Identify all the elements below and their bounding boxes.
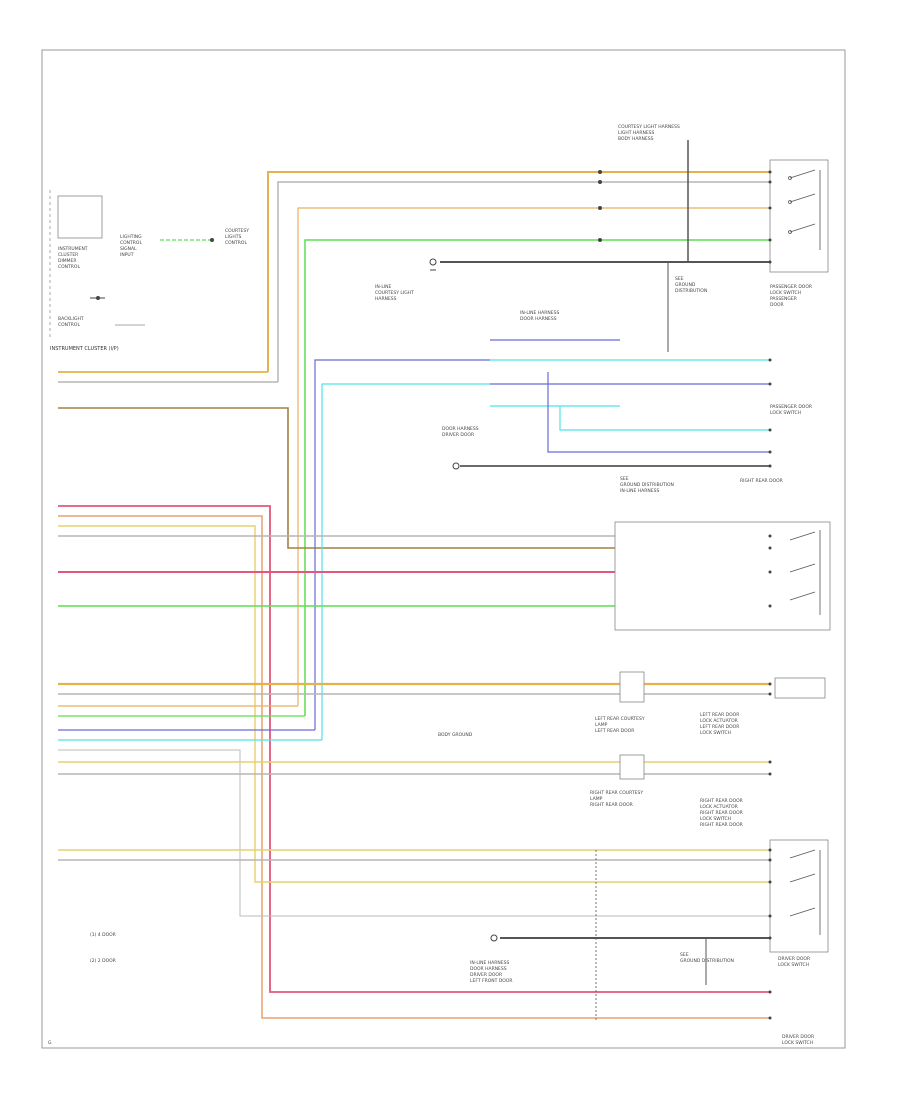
svg-text:COURTESY LIGHT: COURTESY LIGHT [375, 290, 414, 296]
svg-text:BODY GROUND: BODY GROUND [438, 732, 473, 738]
svg-text:LEFT REAR DOOR: LEFT REAR DOOR [700, 724, 739, 730]
svg-text:(1) 4 DOOR: (1) 4 DOOR [90, 932, 116, 938]
svg-text:DRIVER DOOR: DRIVER DOOR [470, 972, 502, 978]
svg-text:LOCK SWITCH: LOCK SWITCH [770, 290, 801, 296]
svg-text:BACKLIGHT: BACKLIGHT [58, 316, 84, 322]
svg-text:SIGNAL: SIGNAL [120, 246, 137, 252]
svg-text:IN-LINE HARNESS: IN-LINE HARNESS [520, 310, 559, 316]
svg-text:LAMP: LAMP [590, 796, 603, 802]
svg-text:HARNESS: HARNESS [375, 296, 397, 302]
right-rear-door-lamp [619, 754, 645, 780]
svg-text:RIGHT REAR DOOR: RIGHT REAR DOOR [700, 798, 743, 804]
svg-text:LOCK SWITCH: LOCK SWITCH [782, 1040, 813, 1046]
cluster-box-label: INSTRUMENT CLUSTER (I/P) [50, 346, 119, 352]
svg-text:GROUND DISTRIBUTION: GROUND DISTRIBUTION [620, 482, 674, 488]
mid-labels: IN-LINE HARNESS DOOR HARNESS PASSENGER D… [442, 310, 812, 494]
bottom-labels: SEE GROUND DISTRIBUTION DRIVER DOOR LOCK… [48, 932, 814, 1046]
passenger-door-lock-switch [769, 159, 829, 273]
svg-text:DRIVER DOOR: DRIVER DOOR [442, 432, 474, 438]
svg-text:INSTRUMENT: INSTRUMENT [58, 246, 88, 252]
svg-text:LOCK SWITCH: LOCK SWITCH [700, 816, 731, 822]
wire-ltgrn-top [304, 239, 770, 716]
wire-pplwht [314, 359, 490, 730]
diagram-frame [41, 49, 846, 1049]
svg-text:GROUND: GROUND [675, 282, 696, 288]
svg-text:PASSENGER DOOR: PASSENGER DOOR [770, 404, 812, 410]
svg-text:LOCK ACTUATOR: LOCK ACTUATOR [700, 718, 738, 724]
wire-gry-top [277, 181, 770, 382]
wire-brn-wht [58, 407, 770, 549]
wire-pnkblk-2 [58, 515, 770, 1019]
svg-text:CONTROL: CONTROL [225, 240, 247, 246]
svg-text:RIGHT REAR DOOR: RIGHT REAR DOOR [700, 822, 743, 828]
svg-text:IN-LINE HARNESS: IN-LINE HARNESS [620, 488, 659, 494]
ground-symbol-top: IN-LINE COURTESY LIGHT HARNESS [375, 258, 437, 302]
svg-text:DOOR: DOOR [770, 302, 784, 308]
wire-tanblk-top [297, 207, 770, 706]
svg-text:COURTESY LIGHT HARNESS: COURTESY LIGHT HARNESS [618, 124, 680, 130]
svg-text:COURTESY: COURTESY [225, 228, 249, 234]
svg-text:RIGHT REAR DOOR: RIGHT REAR DOOR [700, 810, 743, 816]
svg-text:IN-LINE HARNESS: IN-LINE HARNESS [470, 960, 509, 966]
svg-text:LOCK SWITCH: LOCK SWITCH [770, 410, 801, 416]
ground-symbol-bottom: IN-LINE HARNESS DOOR HARNESS DRIVER DOOR… [470, 934, 513, 984]
svg-text:LIGHTING: LIGHTING [120, 234, 142, 240]
left-rear-door-switch-box [619, 671, 645, 703]
svg-text:LEFT FRONT DOOR: LEFT FRONT DOOR [470, 978, 513, 984]
wire-tan-top [267, 171, 770, 372]
svg-text:G: G [48, 1040, 52, 1046]
svg-text:IN-LINE: IN-LINE [375, 284, 392, 290]
svg-text:(2) 2 DOOR: (2) 2 DOOR [90, 958, 116, 964]
svg-text:LOCK SWITCH: LOCK SWITCH [700, 730, 731, 736]
wire-ltblu [321, 383, 490, 740]
svg-text:CONTROL: CONTROL [58, 322, 80, 328]
svg-text:PASSENGER DOOR: PASSENGER DOOR [770, 284, 812, 290]
svg-text:LEFT REAR DOOR: LEFT REAR DOOR [595, 728, 634, 734]
svg-text:LAMP: LAMP [595, 722, 608, 728]
svg-text:BODY HARNESS: BODY HARNESS [618, 136, 654, 142]
right-rear-door-lock-box [614, 521, 831, 631]
dimmer-switch-box [57, 195, 103, 239]
svg-text:DIMMER: DIMMER [58, 258, 77, 264]
svg-text:CONTROL: CONTROL [58, 264, 80, 270]
svg-text:DOOR HARNESS: DOOR HARNESS [520, 316, 557, 322]
svg-text:RIGHT REAR COURTESY: RIGHT REAR COURTESY [590, 790, 643, 796]
svg-text:DRIVER DOOR: DRIVER DOOR [782, 1034, 814, 1040]
driver-door-lock-switch [769, 839, 829, 953]
svg-text:DOOR HARNESS: DOOR HARNESS [470, 966, 507, 972]
svg-text:DRIVER DOOR: DRIVER DOOR [778, 956, 810, 962]
svg-text:LOCK SWITCH: LOCK SWITCH [778, 962, 809, 968]
svg-text:CONTROL: CONTROL [120, 240, 142, 246]
svg-text:DISTRIBUTION: DISTRIBUTION [675, 288, 707, 294]
lower-labels: BODY GROUND LEFT REAR COURTESY LAMP LEFT… [438, 712, 743, 828]
svg-text:GROUND DISTRIBUTION: GROUND DISTRIBUTION [680, 958, 734, 964]
svg-text:DOOR HARNESS: DOOR HARNESS [442, 426, 479, 432]
svg-text:SEE: SEE [680, 952, 689, 958]
svg-text:RIGHT REAR DOOR: RIGHT REAR DOOR [740, 478, 783, 484]
svg-text:RIGHT REAR DOOR: RIGHT REAR DOOR [590, 802, 633, 808]
svg-text:SEE: SEE [620, 476, 629, 482]
svg-text:PASSENGER: PASSENGER [770, 296, 797, 302]
svg-text:SEE: SEE [675, 276, 684, 282]
wire-pnk-1 [58, 505, 770, 993]
svg-text:INPUT: INPUT [120, 252, 134, 258]
svg-text:LEFT REAR DOOR: LEFT REAR DOOR [700, 712, 739, 718]
svg-text:LIGHTS: LIGHTS [225, 234, 241, 240]
svg-text:LEFT REAR COURTESY: LEFT REAR COURTESY [595, 716, 645, 722]
svg-text:LIGHT HARNESS: LIGHT HARNESS [618, 130, 655, 136]
svg-text:CLUSTER: CLUSTER [58, 252, 78, 258]
svg-text:LOCK ACTUATOR: LOCK ACTUATOR [700, 804, 738, 810]
left-rear-door-lamp [774, 677, 826, 699]
cluster-label-block: INSTRUMENT CLUSTER DIMMER CONTROL LIGHTI… [50, 228, 249, 352]
top-right-labels: COURTESY LIGHT HARNESS LIGHT HARNESS BOD… [618, 124, 812, 308]
wire-tan-2 [58, 525, 770, 883]
